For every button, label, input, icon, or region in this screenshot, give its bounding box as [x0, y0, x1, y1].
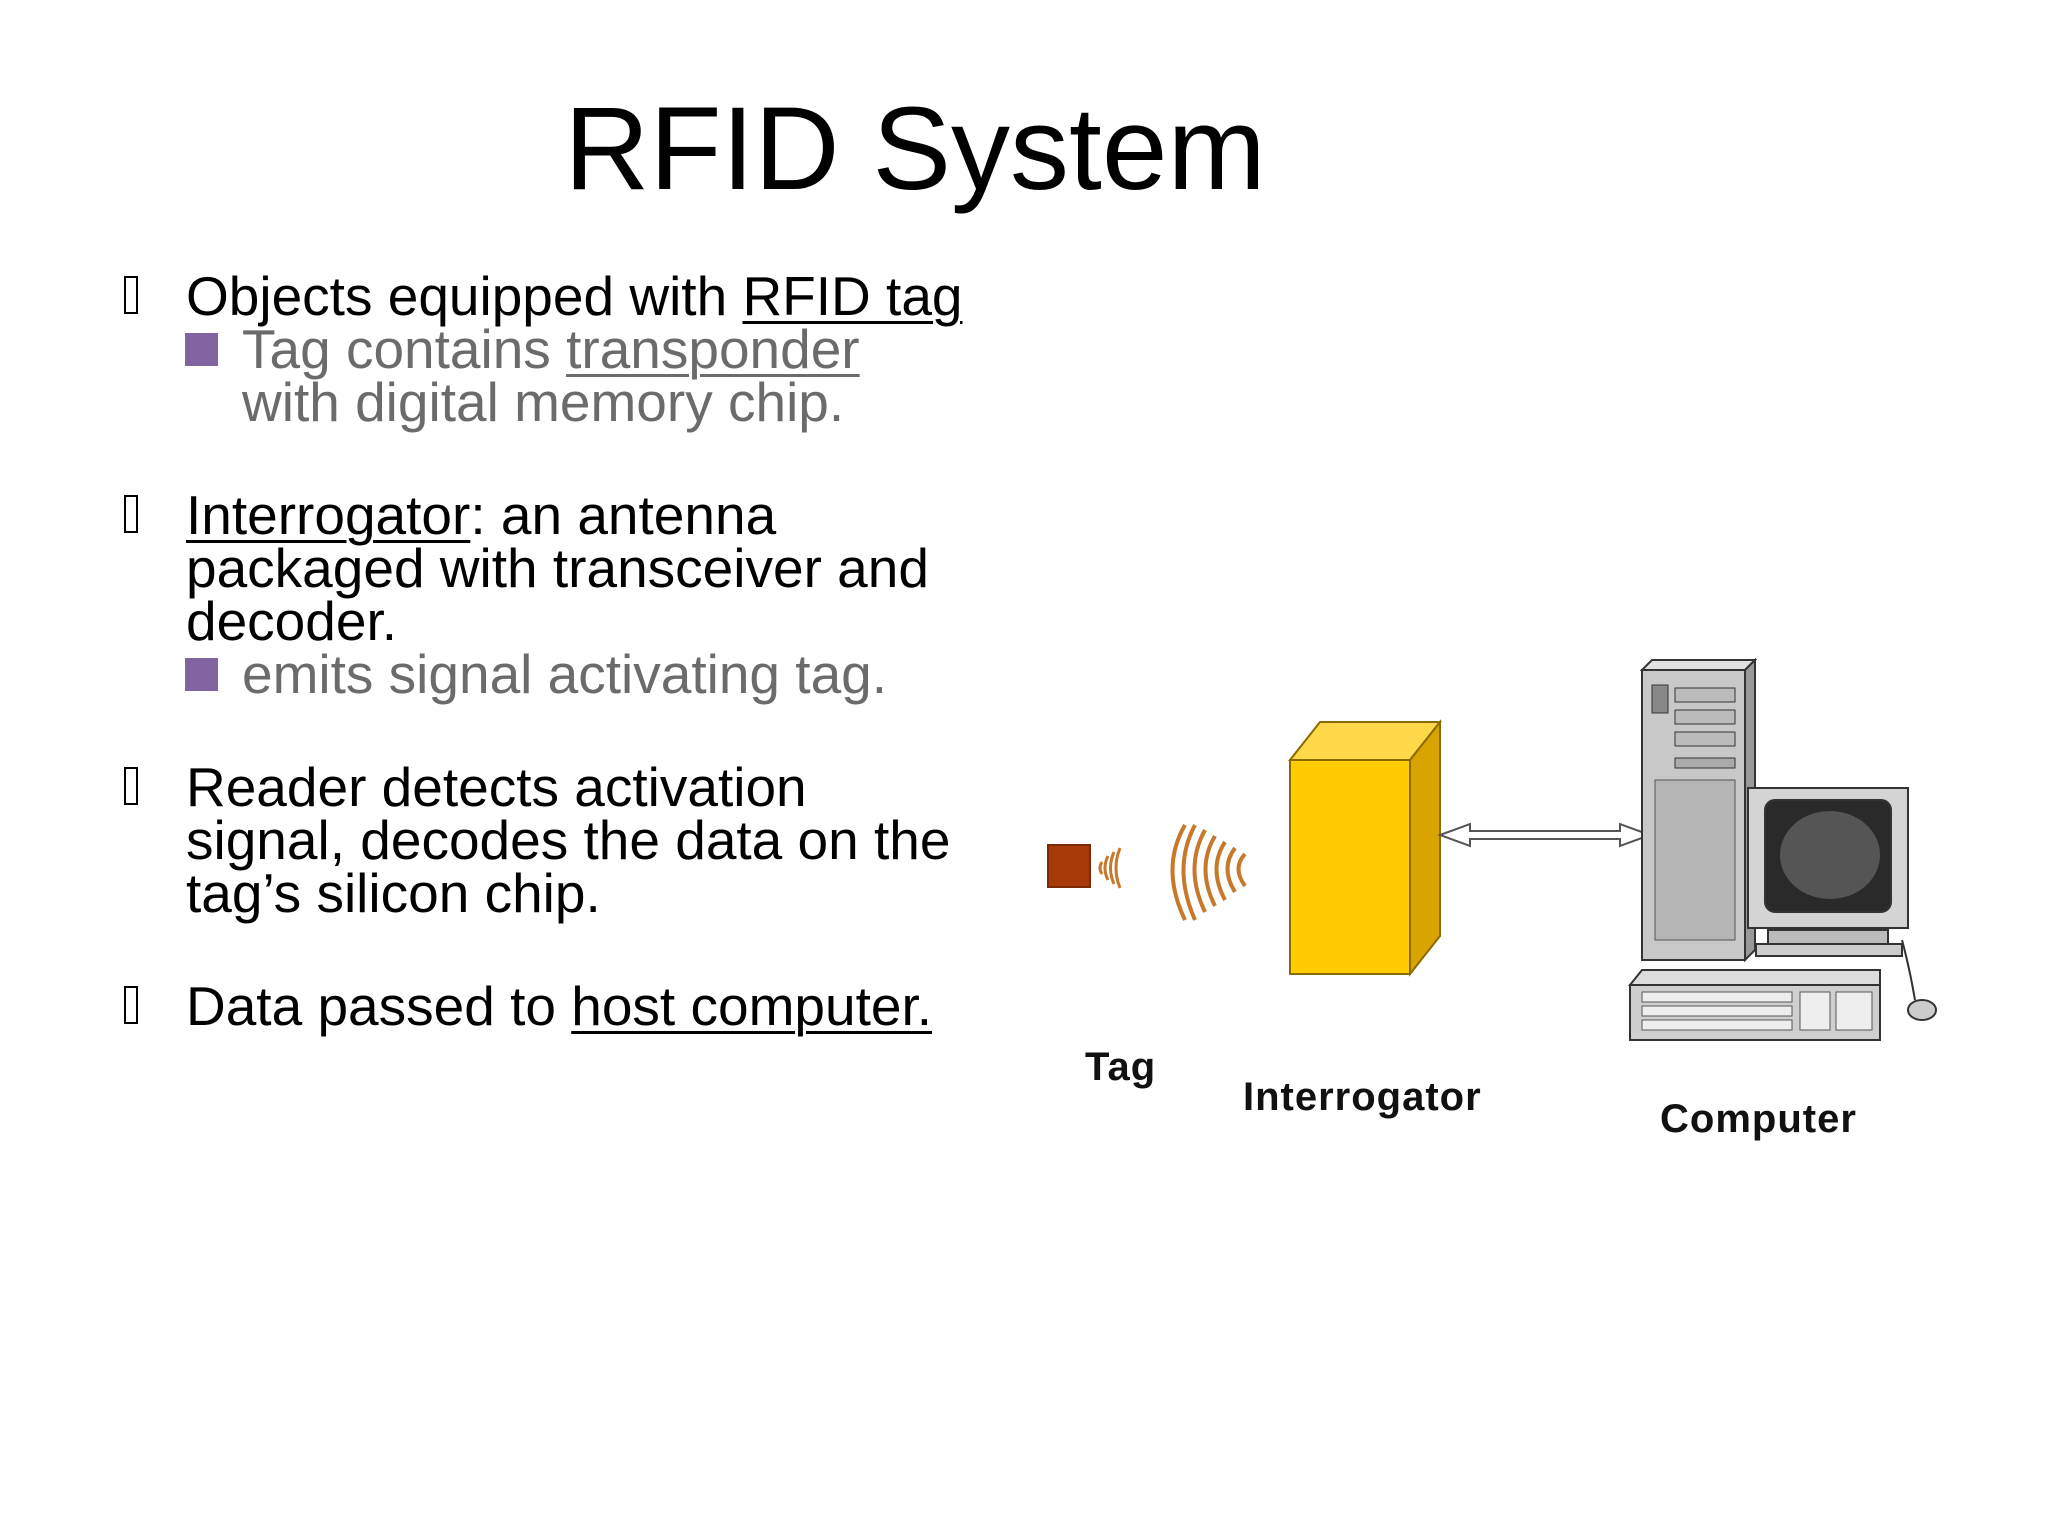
bullet-line: decoder. [186, 590, 398, 652]
computer-icon [1627, 657, 1937, 1041]
bullet-text: Objects equipped with [186, 265, 743, 327]
bullet-item: Objects equipped with RFID tag [120, 269, 1020, 324]
rfid-diagram: Tag Interrogator Computer [1030, 640, 1990, 1200]
bullet-text: : an antenna [470, 484, 777, 546]
interrogator-link[interactable]: Interrogator [186, 484, 471, 546]
sub-bullet-item: Tag contains transponder with digital me… [120, 322, 1020, 433]
host-computer-link[interactable]: host computer. [571, 975, 932, 1037]
bullet-line: Data passed to host computer. [186, 979, 1020, 1034]
sub-bullet-line: Tag contains transponder [242, 322, 1020, 377]
sub-bullet-line: emits signal activating tag. [242, 643, 888, 705]
tag-label: Tag [1085, 1045, 1157, 1089]
rfid-diagram-svg [1047, 657, 1937, 1041]
bullet-marker-icon [124, 495, 138, 533]
interrogator-label: Interrogator [1243, 1075, 1482, 1119]
bullet-line: tag’s silicon chip. [186, 862, 601, 924]
sub-bullet-square-icon [185, 333, 218, 366]
rfid-tag-link[interactable]: RFID tag [742, 265, 963, 327]
interrogator-box-icon [1287, 719, 1443, 977]
tag-chip-icon [1047, 844, 1091, 888]
bullet-item: Data passed to host computer. [120, 979, 1020, 1034]
sub-bullet-item: emits signal activating tag. [120, 643, 1020, 705]
bullet-marker-icon [124, 276, 138, 314]
bullet-text: Data passed to [186, 975, 572, 1037]
slide-title: RFID System [564, 83, 1266, 215]
computer-label: Computer [1660, 1097, 1857, 1141]
bullet-marker-icon [124, 767, 138, 805]
signal-wave-icon [1170, 823, 1247, 921]
bullet-line: Reader detects activation [186, 756, 807, 818]
bullet-line: Interrogator: an antenna [186, 488, 1020, 543]
bullet-marker-icon [124, 986, 138, 1024]
bullet-line: signal, decodes the data on the [186, 809, 951, 871]
sub-bullet-text: Tag contains [242, 318, 567, 380]
transponder-link[interactable]: transponder [566, 318, 860, 380]
sub-bullet-square-icon [185, 658, 218, 691]
sub-bullet-line: with digital memory chip. [242, 371, 845, 433]
bullet-line: packaged with transceiver and [186, 537, 929, 599]
bullet-list: Objects equipped with RFID tag Tag conta… [120, 269, 1020, 1034]
double-arrow-icon [1437, 822, 1653, 848]
bullet-item: Reader detects activation signal, decode… [120, 756, 1020, 924]
signal-wave-icon [1098, 847, 1122, 889]
bullet-item: Interrogator: an antenna packaged with t… [120, 488, 1020, 652]
